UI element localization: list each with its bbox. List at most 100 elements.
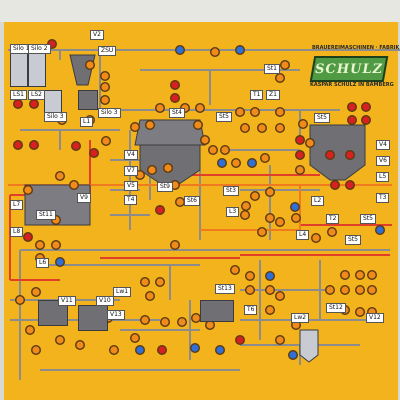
indicator-lamp [331, 181, 339, 189]
indicator-lamp [171, 94, 179, 102]
indicator-lamp [191, 344, 199, 352]
label-l3: L3 [226, 207, 240, 217]
indicator-lamp [356, 286, 364, 294]
indicator-lamp [36, 241, 44, 249]
label-l5: L5 [376, 172, 390, 182]
indicator-lamp [216, 346, 224, 354]
label-st11: St11 [36, 210, 56, 220]
indicator-lamp [306, 139, 314, 147]
indicator-lamp [246, 286, 254, 294]
indicator-lamp [209, 146, 217, 154]
label-silo-2: Silo 2 [28, 44, 51, 54]
label-v6: V6 [376, 156, 390, 166]
label-l7: L7 [10, 200, 24, 210]
label-st5: St5 [216, 112, 232, 122]
indicator-lamp [292, 321, 300, 329]
indicator-lamp [341, 271, 349, 279]
label-t3: T3 [376, 193, 390, 203]
label-l8: L8 [10, 227, 24, 237]
indicator-lamp [291, 203, 299, 211]
pipe-gray [259, 260, 321, 340]
indicator-lamp [196, 104, 204, 112]
indicator-lamp [110, 346, 118, 354]
label-l4: L4 [296, 230, 310, 240]
label-v4-a: V4 [124, 150, 138, 160]
label-zsu: ZSU [98, 46, 117, 56]
indicator-lamp [171, 181, 179, 189]
indicator-lamp [296, 166, 304, 174]
indicator-lamp [281, 61, 289, 69]
indicator-lamp [131, 334, 139, 342]
indicator-lamp [266, 272, 274, 280]
indicator-lamp [24, 186, 32, 194]
indicator-lamp [356, 308, 364, 316]
label-st5-d: St5 [314, 113, 330, 123]
label-z1: Z1 [266, 90, 280, 100]
indicator-lamp [276, 218, 284, 226]
indicator-lamp [24, 233, 32, 241]
indicator-lamp [221, 146, 229, 154]
label-v12: V12 [366, 313, 384, 323]
indicator-lamp [232, 159, 240, 167]
indicator-lamp [266, 286, 274, 294]
wort-receiver-2 [78, 305, 108, 331]
indicator-lamp [194, 121, 202, 129]
indicator-lamp [101, 96, 109, 104]
indicator-lamp [101, 83, 109, 91]
indicator-lamp [346, 181, 354, 189]
indicator-lamp [211, 48, 219, 56]
label-t6: T6 [244, 305, 258, 315]
label-l1: L1 [80, 117, 94, 127]
indicator-lamp [276, 108, 284, 116]
indicator-lamp [171, 241, 179, 249]
indicator-lamp [276, 124, 284, 132]
indicator-lamp [101, 72, 109, 80]
indicator-lamp [346, 151, 354, 159]
indicator-lamp [32, 346, 40, 354]
label-st3: St3 [223, 186, 239, 196]
indicator-lamp [231, 266, 239, 274]
indicator-lamp [158, 346, 166, 354]
indicator-lamp [299, 120, 307, 128]
indicator-lamp [30, 100, 38, 108]
indicator-lamp [376, 226, 384, 234]
indicator-lamp [218, 159, 226, 167]
indicator-lamp [236, 108, 244, 116]
indicator-lamp [261, 154, 269, 162]
wort-kettle [309, 124, 366, 181]
indicator-lamp [258, 228, 266, 236]
indicator-lamp [176, 198, 184, 206]
label-st5-b: St5 [360, 214, 376, 224]
indicator-lamp [296, 151, 304, 159]
label-v11: V11 [58, 296, 76, 306]
pipe-gray [199, 149, 300, 240]
indicator-lamp [251, 192, 259, 200]
label-v10: V10 [96, 296, 114, 306]
label-st9: St9 [157, 182, 173, 192]
indicator-lamp [136, 346, 144, 354]
indicator-lamp [56, 172, 64, 180]
brand-top-text: BRAUEREIMASCHINEN · FABRIK [312, 45, 400, 51]
indicator-lamp [241, 211, 249, 219]
label-lw2: Lw2 [291, 313, 310, 323]
indicator-lamp [56, 258, 64, 266]
label-v9: V9 [77, 193, 91, 203]
grist-hopper [69, 54, 96, 86]
wall-background [0, 0, 400, 22]
indicator-lamp [141, 278, 149, 286]
indicator-lamp [276, 74, 284, 82]
indicator-lamp [164, 164, 172, 172]
indicator-lamp [30, 141, 38, 149]
indicator-lamp [14, 141, 22, 149]
indicator-lamp [16, 296, 24, 304]
label-t1: T1 [250, 90, 264, 100]
settling-tank [299, 329, 319, 363]
indicator-lamp [136, 171, 144, 179]
indicator-lamp [276, 292, 284, 300]
indicator-lamp [246, 272, 254, 280]
indicator-lamp [251, 108, 259, 116]
label-lw1: Lw1 [113, 287, 132, 297]
label-l6: L6 [36, 258, 50, 268]
pipe-gray [40, 264, 200, 300]
